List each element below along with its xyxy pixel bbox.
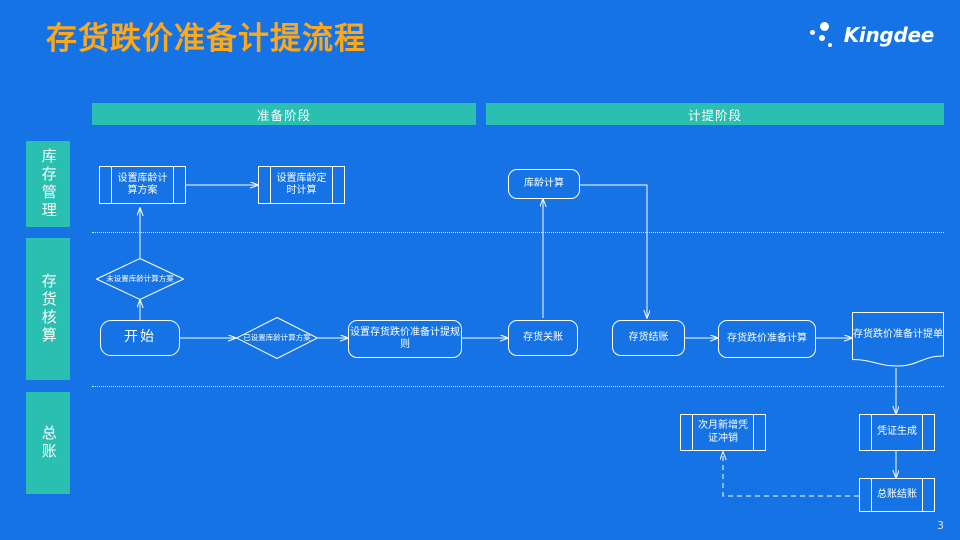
node-start[interactable]: 开始: [100, 320, 180, 356]
node-inventory-settlement[interactable]: 存货结账: [612, 320, 685, 356]
phase-label: 计提阶段: [687, 107, 742, 123]
kingdee-dots-icon: [807, 20, 837, 50]
page-title: 存货跌价准备计提流程: [46, 21, 366, 57]
phase-header-accrual: 计提阶段: [486, 103, 944, 125]
node-voucher-generation[interactable]: 凭证生成: [859, 414, 935, 451]
lane-separator-top: [92, 232, 944, 233]
decision-label: 已设置库龄计算方案: [243, 333, 311, 343]
lane-label-general-ledger: 总账: [26, 392, 70, 494]
node-set-aging-scheme[interactable]: 设置库龄计算方案: [99, 166, 186, 204]
node-label: 库龄计算: [524, 177, 564, 189]
brand-name: Kingdee: [843, 23, 935, 47]
lane-text: 库存管理: [39, 148, 58, 220]
node-label: 凭证生成: [877, 426, 917, 438]
node-set-aging-timer[interactable]: 设置库龄定时计算: [258, 166, 345, 204]
kingdee-logo: Kingdee: [807, 20, 934, 50]
node-label: 存货结账: [628, 331, 669, 343]
decision-label: 未设置库龄计算方案: [106, 274, 174, 284]
page-number: 3: [937, 519, 944, 532]
lane-separator-bottom: [92, 386, 944, 387]
lane-text: 总账: [39, 425, 58, 461]
node-aging-calculation[interactable]: 库龄计算: [508, 169, 580, 199]
lane-label-inventory-accounting: 存货核算: [26, 238, 70, 380]
node-label: 设置存货跌价准备计提规则: [350, 326, 460, 351]
node-label: 总账结账: [877, 488, 917, 500]
node-label: 设置库龄定时计算: [276, 172, 327, 197]
phase-header-preparation: 准备阶段: [92, 103, 476, 125]
node-next-month-voucher-reversal[interactable]: 次月新增凭证冲销: [680, 414, 766, 451]
node-inventory-close[interactable]: 存货关账: [508, 320, 578, 356]
decision-aging-scheme-set[interactable]: 已设置库龄计算方案: [236, 317, 318, 359]
node-gl-settlement[interactable]: 总账结账: [859, 478, 935, 512]
node-label: 存货跌价准备计提单: [853, 328, 943, 340]
node-set-provision-rule[interactable]: 设置存货跌价准备计提规则: [348, 320, 462, 358]
node-label: 次月新增凭证冲销: [698, 420, 748, 444]
lane-text: 存货核算: [39, 273, 58, 345]
node-label: 存货关账: [523, 331, 563, 343]
decision-aging-scheme-not-set[interactable]: 未设置库龄计算方案: [96, 258, 184, 300]
node-label: 设置库龄计算方案: [117, 172, 168, 197]
node-label: 开始: [124, 329, 156, 346]
node-label: 存货跌价准备计算: [727, 332, 807, 344]
node-provision-document[interactable]: 存货跌价准备计提单: [852, 312, 944, 368]
lane-label-inventory-management: 库存管理: [26, 141, 70, 227]
phase-label: 准备阶段: [256, 107, 311, 123]
node-provision-calculation[interactable]: 存货跌价准备计算: [718, 320, 816, 358]
